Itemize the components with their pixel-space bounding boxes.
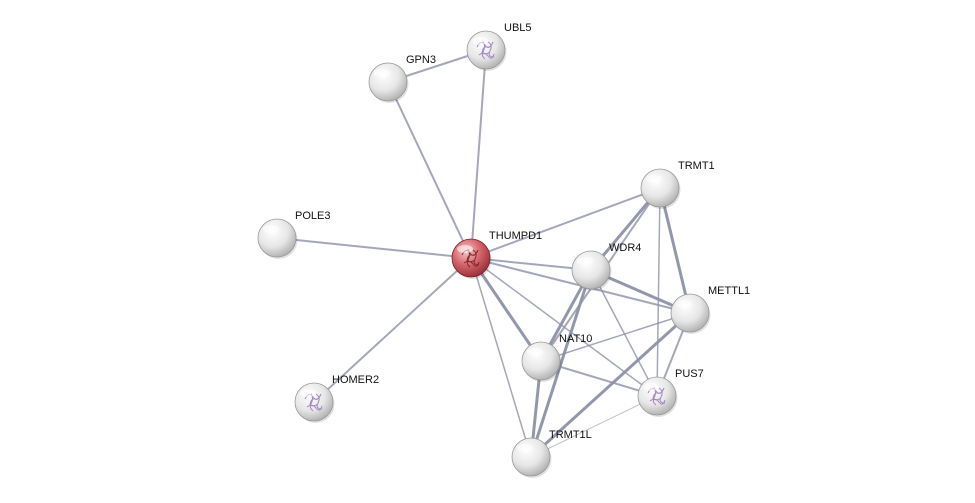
node-label-mettl1: METTL1	[708, 285, 750, 297]
node-pole3[interactable]: POLE3	[257, 210, 330, 259]
node-bubble[interactable]	[511, 437, 551, 477]
protein-structure-icon	[476, 40, 495, 60]
node-bubble[interactable]	[670, 293, 710, 333]
node-highlight	[374, 69, 390, 77]
node-highlight	[646, 175, 662, 183]
node-bubble[interactable]	[571, 250, 611, 290]
edge-trmt1-mettl1[interactable]	[658, 186, 692, 315]
edge-mettl1-trmt1l[interactable]	[529, 311, 692, 459]
node-bubble[interactable]	[257, 218, 297, 258]
node-wdr4[interactable]: WDR4	[571, 242, 641, 291]
protein-structure-icon	[304, 392, 323, 412]
edge-thumpd1-wdr4[interactable]	[470, 257, 592, 271]
edge-thumpd1-trmt1l[interactable]	[470, 257, 532, 458]
node-highlight	[527, 348, 543, 356]
edge-nat10-pus7[interactable]	[540, 360, 658, 397]
node-highlight	[676, 300, 692, 308]
node-highlight	[457, 245, 473, 253]
edge-homer2-thumpd1[interactable]	[313, 257, 472, 403]
node-bubble[interactable]	[521, 341, 561, 381]
node-highlight	[263, 225, 279, 233]
node-trmt1[interactable]: TRMT1	[640, 160, 715, 209]
node-trmt1l[interactable]: TRMT1L	[511, 429, 592, 478]
edge-thumpd1-trmt1[interactable]	[470, 187, 661, 259]
node-gpn3[interactable]: GPN3	[368, 54, 436, 103]
edge-thumpd1-nat10[interactable]	[469, 256, 543, 363]
node-highlight	[300, 389, 316, 397]
protein-structure-icon	[461, 248, 480, 268]
edge-gpn3-thumpd1[interactable]	[387, 81, 472, 259]
protein-structure-icon	[647, 386, 666, 406]
edge-wdr4-trmt1l[interactable]	[529, 268, 593, 459]
node-homer2[interactable]: HOMER2	[294, 374, 379, 423]
query-node-bubble[interactable]	[451, 238, 491, 278]
edge-pole3-thumpd1[interactable]	[276, 237, 472, 259]
node-label-trmt1l: TRMT1L	[549, 429, 592, 441]
edge-trmt1-pus7[interactable]	[656, 187, 661, 397]
node-label-pus7: PUS7	[675, 368, 704, 380]
node-thumpd1[interactable]: THUMPD1	[451, 230, 542, 279]
node-ubl5[interactable]: UBL5	[466, 22, 532, 71]
node-highlight	[517, 444, 533, 452]
node-highlight	[577, 257, 593, 265]
node-bubble[interactable]	[637, 376, 677, 416]
edge-ubl5-thumpd1[interactable]	[470, 49, 487, 259]
node-label-trmt1: TRMT1	[678, 160, 715, 172]
node-highlight	[472, 37, 488, 45]
node-label-homer2: HOMER2	[332, 374, 379, 386]
node-bubble[interactable]	[640, 168, 680, 208]
edge-mettl1-nat10[interactable]	[540, 312, 691, 362]
node-bubble[interactable]	[294, 382, 334, 422]
node-label-thumpd1: THUMPD1	[489, 230, 542, 242]
node-pus7[interactable]: PUS7	[637, 368, 704, 417]
node-bubble[interactable]	[368, 62, 408, 102]
node-nat10[interactable]: NAT10	[521, 333, 592, 382]
node-label-ubl5: UBL5	[504, 22, 532, 34]
node-label-nat10: NAT10	[559, 333, 592, 345]
edge-pus7-trmt1l[interactable]	[530, 395, 658, 458]
node-label-pole3: POLE3	[295, 210, 330, 222]
node-label-wdr4: WDR4	[609, 242, 641, 254]
node-highlight	[643, 383, 659, 391]
node-bubble[interactable]	[466, 30, 506, 70]
node-mettl1[interactable]: METTL1	[670, 285, 750, 334]
node-label-gpn3: GPN3	[406, 54, 436, 66]
edge-wdr4-pus7[interactable]	[590, 269, 658, 397]
